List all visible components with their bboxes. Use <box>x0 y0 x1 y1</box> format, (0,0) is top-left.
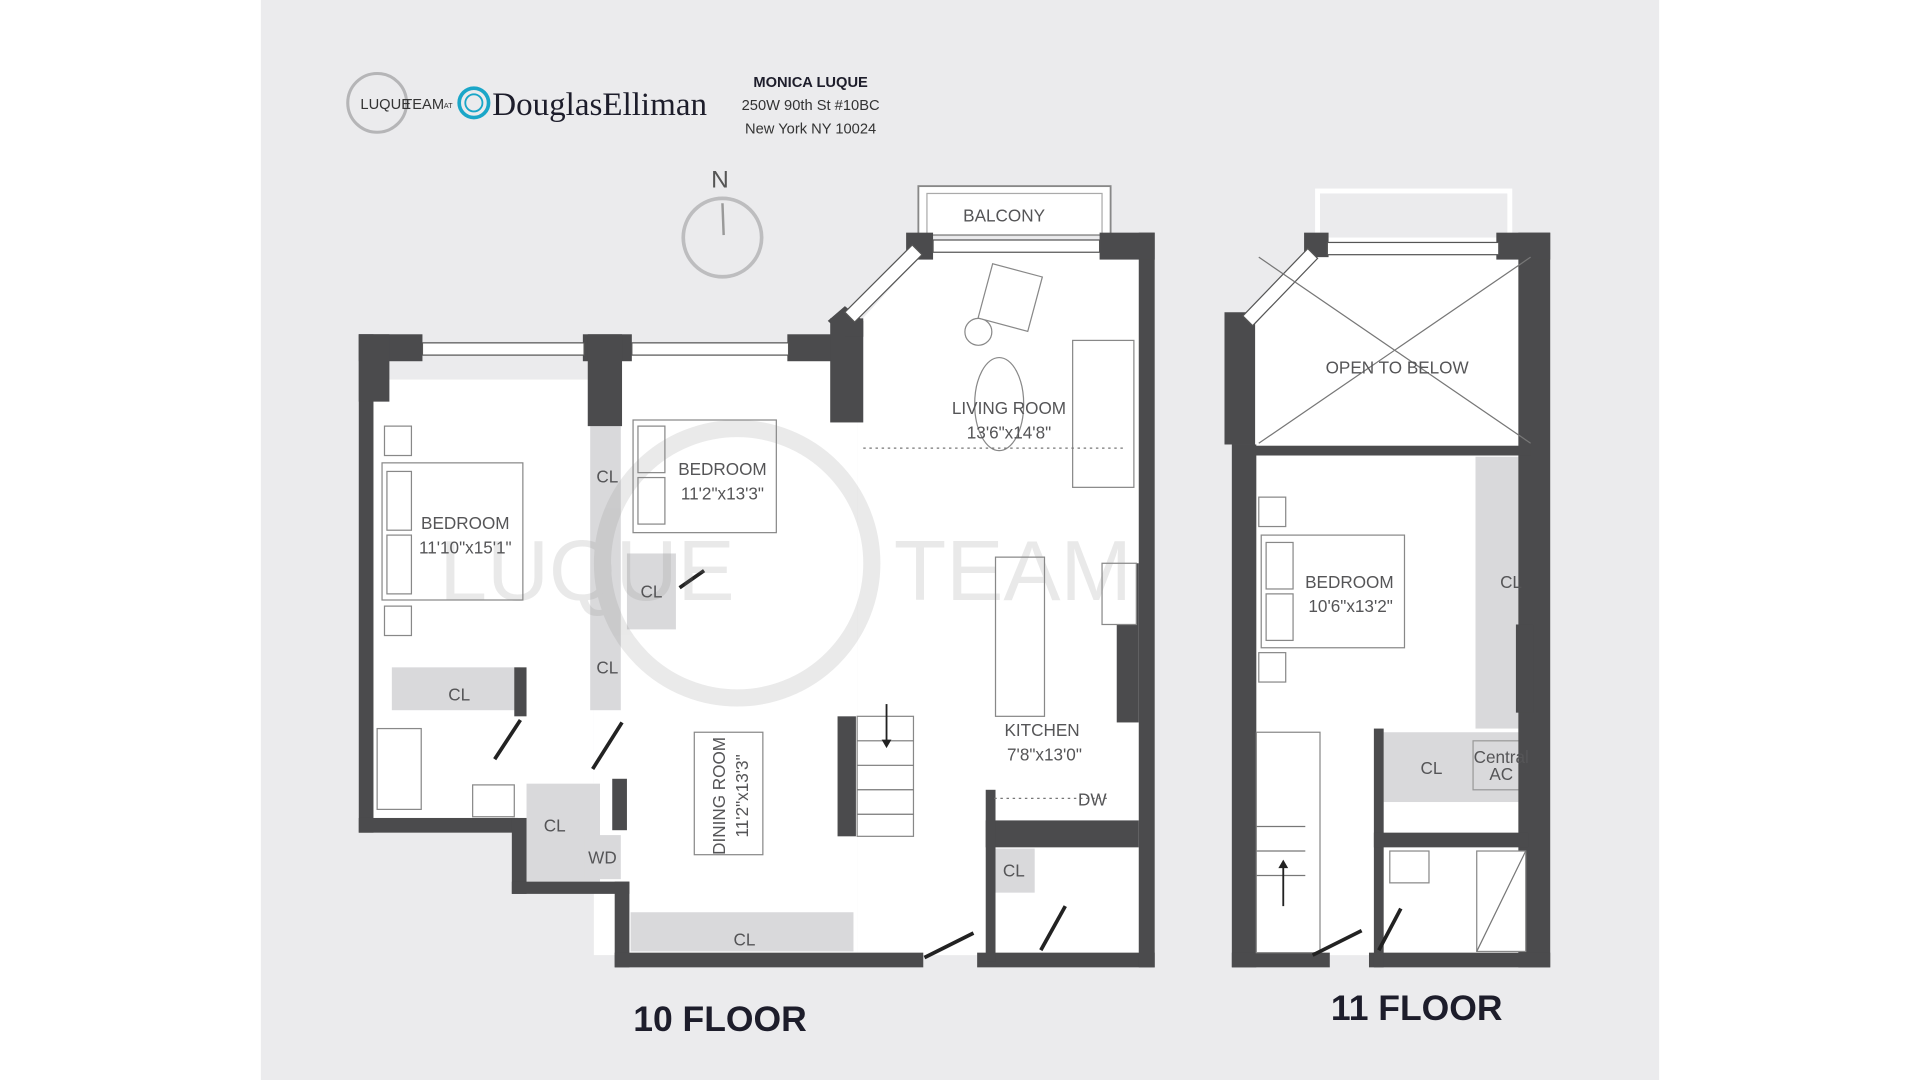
floor-10: BALCONY <box>358 185 1155 1039</box>
closet-label: CL <box>596 657 618 677</box>
watermark-text: TEAM <box>894 523 1132 619</box>
stairs <box>856 704 915 837</box>
room-label: BEDROOM <box>1305 572 1394 592</box>
washer-dryer-label: WD <box>588 847 617 867</box>
stairs <box>1255 731 1321 954</box>
central-ac-label: Central <box>1474 747 1529 767</box>
room-size: 7'8"x13'0" <box>1007 744 1082 764</box>
agent-name: MONICA LUQUE <box>753 75 868 91</box>
central-ac-label: AC <box>1489 764 1513 784</box>
room-label: BEDROOM <box>678 459 767 479</box>
balcony-label: BALCONY <box>963 206 1045 226</box>
north-compass-icon: N <box>681 166 764 279</box>
room-label: DINING ROOM <box>709 737 729 855</box>
closet-label: CL <box>1500 572 1522 592</box>
closet-label: CL <box>448 684 470 704</box>
address-line: 250W 90th St #10BC <box>742 98 880 114</box>
room-size: 11'2"x13'3" <box>681 484 764 504</box>
room-size: 10'6"x13'2" <box>1308 596 1392 616</box>
closet-label: CL <box>1420 758 1442 778</box>
luque-team-logo: LUQUE TEAM AT <box>346 71 453 134</box>
floor-11: OPEN TO BELOW BEDROOM 10'6"x13'2" CL CL … <box>1224 188 1551 1028</box>
closet-label: CL <box>734 929 756 949</box>
watermark-text: LUQUE <box>439 523 734 619</box>
open-to-below-label: OPEN TO BELOW <box>1326 357 1470 377</box>
dishwasher-label: DW <box>1078 790 1107 810</box>
room-label: LIVING ROOM <box>952 398 1066 418</box>
closet-label: CL <box>596 466 618 486</box>
address-line: New York NY 10024 <box>745 121 876 137</box>
floor-10-title: 10 FLOOR <box>633 999 807 1039</box>
room-size: 11'10"x15'1" <box>419 537 512 557</box>
room-label: KITCHEN <box>1004 720 1079 740</box>
luque-team-watermark: LUQUE TEAM <box>439 420 1132 707</box>
brand-name: DouglasElliman <box>492 87 707 123</box>
closet-label: CL <box>544 815 566 835</box>
compass-label: N <box>711 166 729 193</box>
logo-text: TEAM <box>403 97 444 113</box>
douglas-elliman-logo: DouglasElliman <box>457 86 707 123</box>
room-size: 11'2"x13'3" <box>732 754 752 837</box>
logo-text: LUQUE <box>360 97 411 113</box>
closet-label: CL <box>1003 861 1025 881</box>
floor-11-title: 11 FLOOR <box>1331 988 1503 1028</box>
room-label: BEDROOM <box>421 513 509 533</box>
logo-text: AT <box>444 101 453 110</box>
room-size: 13'6"x14'8" <box>967 422 1051 442</box>
closet-label: CL <box>640 582 662 602</box>
